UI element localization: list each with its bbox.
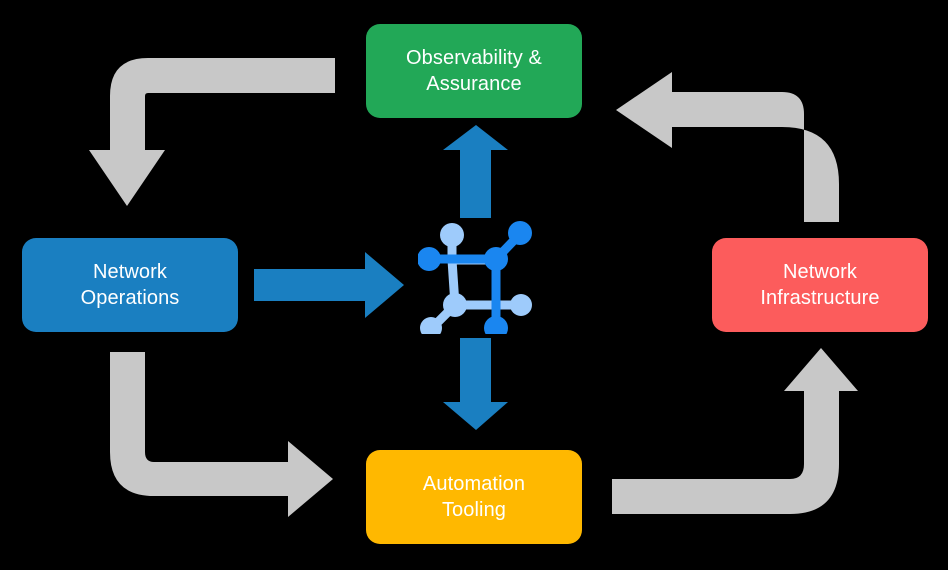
arrow-center-to-observability [443,125,508,218]
arrow-automation-to-infrastructure [612,348,858,514]
box-network-operations[interactable]: Network Operations [22,238,238,332]
arrow-center-to-automation [443,338,508,430]
arrow-operations-to-automation [110,352,333,517]
arrow-operations-to-center [254,252,404,318]
box-observability-label: Observability & Assurance [406,46,542,95]
box-observability-assurance[interactable]: Observability & Assurance [366,24,582,118]
box-automation-tooling[interactable]: Automation Tooling [366,450,582,544]
box-automation-label: Automation Tooling [422,472,526,521]
network-topology-icon [417,218,534,340]
box-operations-label: Network Operations [80,260,180,309]
box-network-infrastructure[interactable]: Network Infrastructure [712,238,928,332]
arrow-observability-to-operations [89,58,335,206]
arrow-infrastructure-to-observability [616,72,839,222]
topology-nodes-secondary [420,223,532,339]
box-infrastructure-label: Network Infrastructure [760,260,880,309]
topology-nodes-primary [417,221,532,340]
